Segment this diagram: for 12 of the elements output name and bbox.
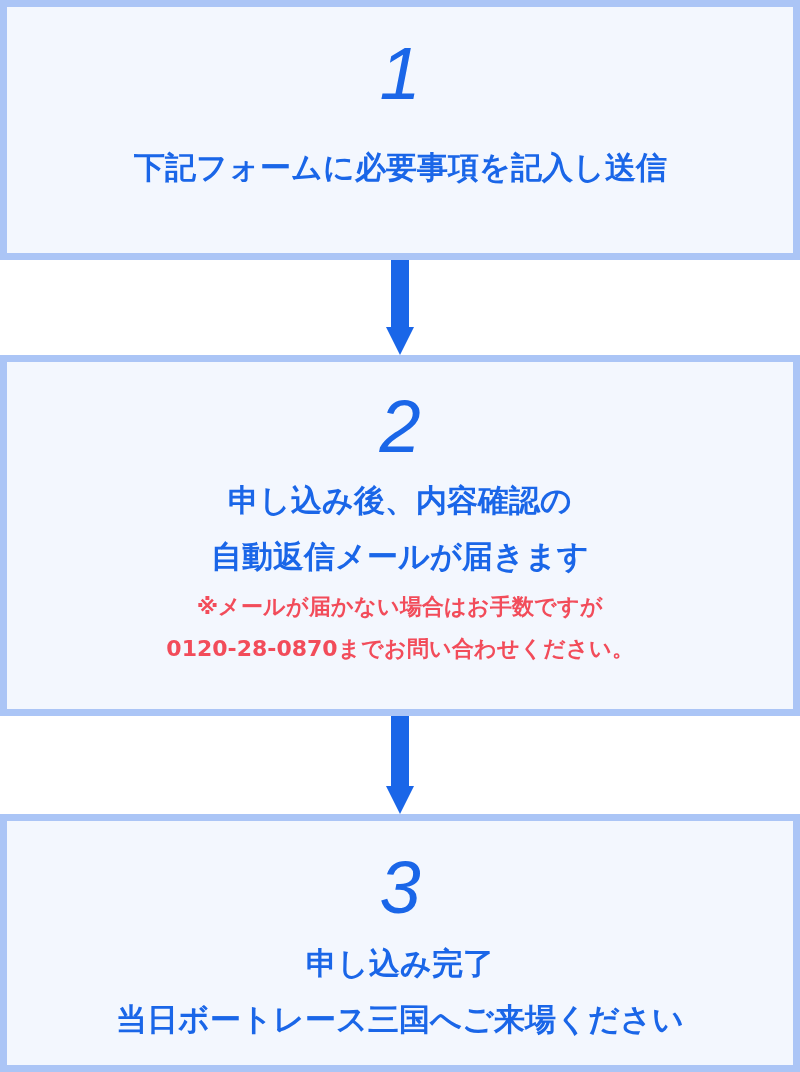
step-text: 申し込み後、内容確認の自動返信メールが届きます — [211, 481, 589, 576]
note-text: ※メールが届かない場合はお手数ですが0120-28-0870までお問い合わせください。 — [166, 593, 634, 663]
step-box — [0, 0, 800, 260]
step-box — [0, 814, 800, 1072]
step-box — [0, 355, 800, 716]
step-number: 2 — [379, 390, 421, 464]
down-arrow — [386, 260, 414, 355]
step-number: 1 — [379, 37, 421, 111]
step-text: 下記フォームに必要事項を記入し送信 — [133, 148, 667, 187]
step-text: 申し込み完了当日ボートレース三国へご来場ください — [116, 944, 684, 1039]
down-arrow — [386, 716, 414, 814]
step-number: 3 — [379, 851, 421, 925]
